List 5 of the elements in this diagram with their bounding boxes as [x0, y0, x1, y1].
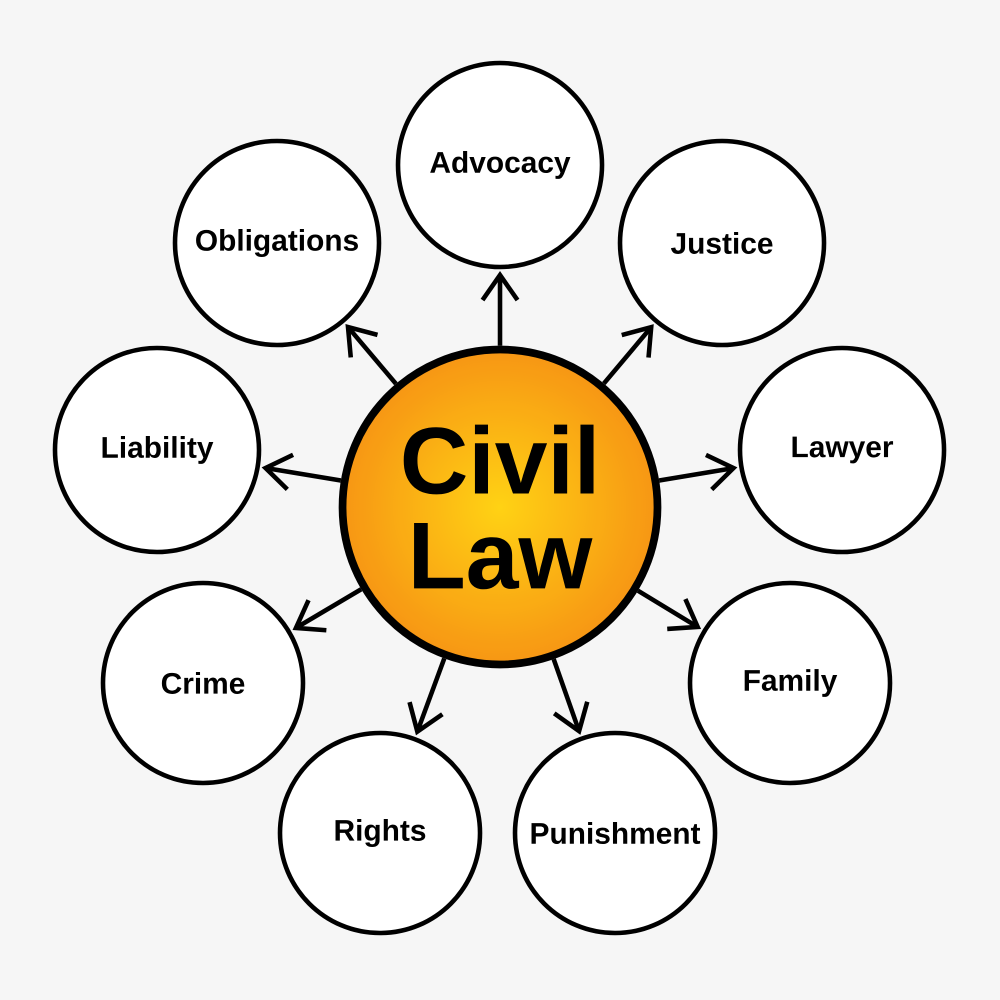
- arrow: [292, 587, 362, 633]
- arrow: [262, 452, 342, 492]
- arrow: [407, 658, 446, 736]
- arrow: [552, 658, 590, 735]
- arrow: [658, 452, 738, 492]
